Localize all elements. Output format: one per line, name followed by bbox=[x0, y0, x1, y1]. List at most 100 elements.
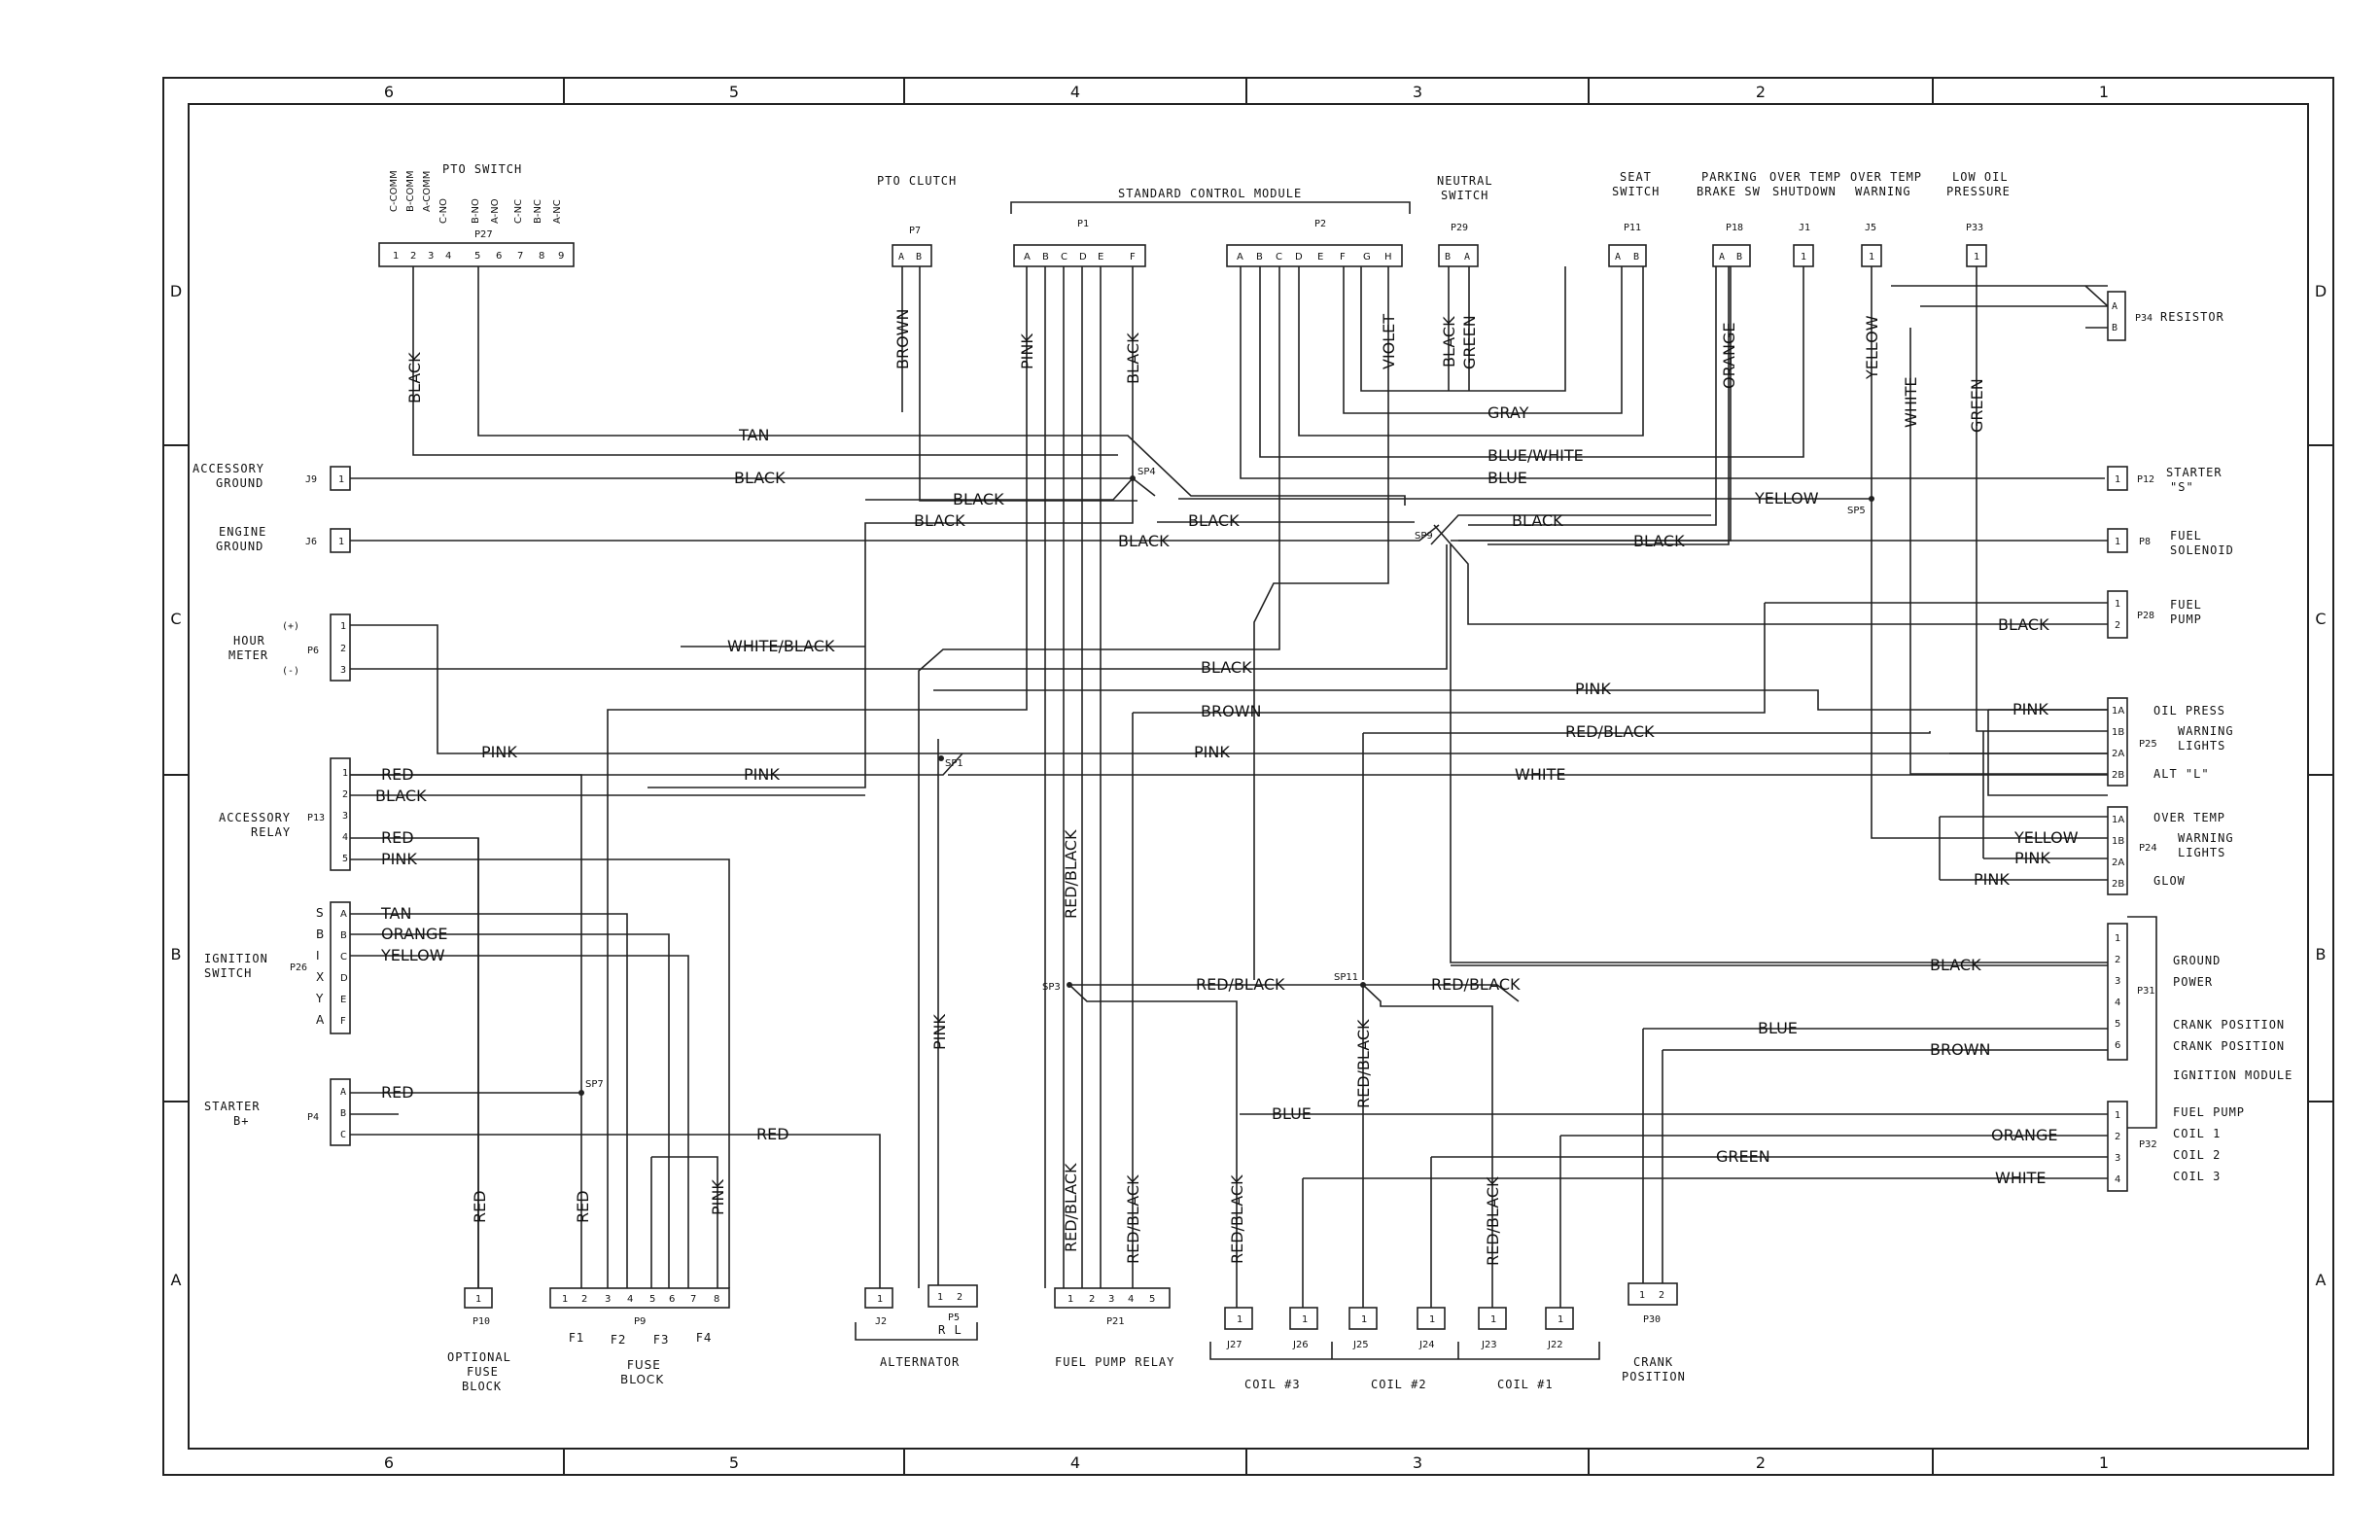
wire-label-red-black: RED/BLACK bbox=[1124, 1174, 1142, 1264]
wire-label-tan: TAN bbox=[738, 426, 769, 444]
standard-control-module: STANDARD CONTROL MODULE P1 P2 A B C D E … bbox=[1010, 187, 1411, 267]
ign-pin: D bbox=[340, 973, 348, 984]
hour-meter-pin: 3 bbox=[340, 665, 346, 676]
p10-title-2: FUSE bbox=[467, 1365, 499, 1379]
acc-relay-title-2: RELAY bbox=[251, 825, 291, 839]
sp11-dot bbox=[1360, 982, 1366, 988]
drawing-frame bbox=[162, 77, 2334, 1476]
wire-label-pink: PINK bbox=[481, 743, 517, 761]
p25-pin: 2A bbox=[2112, 749, 2124, 759]
pto-clutch-title: PTO CLUTCH bbox=[877, 174, 957, 188]
scm-p2-pin: G bbox=[1363, 252, 1371, 262]
p9-pin: 5 bbox=[649, 1294, 655, 1305]
p24-pin: 2A bbox=[2112, 858, 2124, 868]
crank-position: 1 2 P30 CRANK POSITION bbox=[1622, 1282, 1685, 1383]
eng-gnd-pin: 1 bbox=[338, 537, 344, 547]
zone-labels: 6 5 4 3 2 1 6 5 4 3 2 1 D C B A D C B A bbox=[170, 83, 2327, 1472]
p24-pin: 1A bbox=[2112, 815, 2124, 825]
p32-label: COIL 1 bbox=[2173, 1127, 2221, 1140]
p32-ref: P32 bbox=[2139, 1139, 2157, 1150]
p30-pin: 2 bbox=[1659, 1290, 1664, 1301]
zone-top-5: 5 bbox=[729, 83, 739, 101]
wire-labels: BLACK BROWN PINK BLACK VIOLET BLACK GREE… bbox=[375, 309, 2079, 1266]
pto-switch-title: PTO SWITCH bbox=[442, 162, 522, 176]
fuel-pump-relay-title: FUEL PUMP RELAY bbox=[1055, 1355, 1174, 1369]
p32-pin: 2 bbox=[2115, 1132, 2120, 1142]
ign-pin: B bbox=[340, 930, 347, 941]
wire-label-pink: PINK bbox=[930, 1014, 949, 1050]
wire-label-brown: BROWN bbox=[1930, 1040, 1990, 1059]
fuel-pump-title-2: PUMP bbox=[2170, 612, 2202, 626]
p21-pin: 1 bbox=[1068, 1294, 1073, 1305]
parking-pin: B bbox=[1736, 252, 1742, 262]
wire-label-pink: PINK bbox=[2012, 700, 2048, 718]
zone-right-c: C bbox=[2315, 610, 2326, 628]
starter-b-title-1: STARTER bbox=[204, 1100, 261, 1113]
acc-gnd-pin: 1 bbox=[338, 474, 344, 485]
acc-gnd-title-1: ACCESSORY bbox=[192, 462, 264, 475]
pto-pin-label: B-NC bbox=[533, 199, 543, 224]
starter-b-ref: P4 bbox=[307, 1112, 319, 1123]
p25-pin: 1A bbox=[2112, 706, 2124, 717]
scm-p2-pin: H bbox=[1384, 252, 1392, 262]
eng-gnd-title-2: GROUND bbox=[216, 540, 263, 553]
coil-group-1: COIL #1 bbox=[1497, 1378, 1554, 1391]
acc-relay-pin: 4 bbox=[342, 832, 348, 843]
wire-label-white: WHITE bbox=[1902, 377, 1920, 428]
ign-letter: I bbox=[316, 949, 321, 962]
ign-letter: X bbox=[316, 970, 325, 984]
wire-label-gray: GRAY bbox=[1488, 403, 1529, 422]
accessory-relay: ACCESSORY RELAY P13 1 2 3 4 5 bbox=[219, 757, 351, 871]
wire-label-pink: PINK bbox=[709, 1179, 727, 1215]
seat-title-1: SEAT bbox=[1620, 170, 1652, 184]
p32-pin: 4 bbox=[2115, 1174, 2120, 1185]
fuse-block-title-2: BLOCK bbox=[620, 1373, 664, 1386]
p32-pin: 3 bbox=[2115, 1153, 2120, 1164]
pto-switch: PTO SWITCH C-COMM B-COMM A-COMM C-NO B-N… bbox=[378, 162, 575, 267]
wire-label-green: GREEN bbox=[1968, 378, 1986, 433]
wire-label-red: RED bbox=[574, 1190, 592, 1223]
p9-pin: 8 bbox=[714, 1294, 719, 1305]
seat-pin: A bbox=[1615, 252, 1621, 262]
hour-meter-minus: (-) bbox=[282, 666, 299, 677]
p9-pin: 7 bbox=[690, 1294, 696, 1305]
p25-warning-lights: 1A 1B 2A 2B P25 OIL PRESS WARNING LIGHTS… bbox=[2107, 697, 2233, 787]
pto-pin-num: 3 bbox=[428, 251, 434, 262]
p24-ref: P24 bbox=[2139, 843, 2157, 854]
wire-label-black: BLACK bbox=[953, 490, 1004, 508]
zone-top-4: 4 bbox=[1070, 83, 1080, 101]
starter-b-plus: STARTER B+ P4 A B C bbox=[204, 1078, 351, 1146]
p31-ref: P31 bbox=[2137, 986, 2155, 997]
parking-title-1: PARKING bbox=[1701, 170, 1758, 184]
wire-label-pink: PINK bbox=[2014, 849, 2050, 867]
p25-label-bottom: ALT "L" bbox=[2153, 767, 2210, 781]
wire-label-pink: PINK bbox=[1575, 680, 1611, 698]
zone-top-6: 6 bbox=[384, 83, 394, 101]
pto-clutch-pin: B bbox=[916, 252, 922, 262]
splice-sp5: SP5 bbox=[1847, 506, 1866, 516]
splice-sp11: SP11 bbox=[1334, 972, 1358, 983]
wires bbox=[350, 266, 2110, 1308]
p24-pin: 1B bbox=[2112, 836, 2124, 847]
wire-label-white: WHITE bbox=[1515, 765, 1565, 784]
p31-label: POWER bbox=[2173, 975, 2213, 989]
starter-s-pin: 1 bbox=[2115, 474, 2120, 485]
wire-label-black: BLACK bbox=[1440, 316, 1458, 368]
fuse-block: 1 2 3 4 5 6 7 8 P9 F1 F2 F3 F4 FUSE BLOC… bbox=[549, 1287, 730, 1386]
p31-pin: 2 bbox=[2115, 955, 2120, 965]
acc-relay-title-1: ACCESSORY bbox=[219, 811, 291, 824]
ign-title-1: IGNITION bbox=[204, 952, 268, 965]
coil-pin: 1 bbox=[1237, 1314, 1242, 1325]
wire-label-brown: BROWN bbox=[893, 309, 912, 369]
hour-meter-plus: (+) bbox=[282, 621, 299, 632]
wire-label-blue-white: BLUE/WHITE bbox=[1488, 446, 1584, 465]
ign-letter: B bbox=[316, 928, 325, 941]
pto-pin-label: C-NC bbox=[513, 199, 524, 224]
p24-title-2: LIGHTS bbox=[2178, 846, 2225, 859]
wire-label-red: RED bbox=[381, 1083, 414, 1102]
p9-pin: 2 bbox=[581, 1294, 587, 1305]
ign-ref: P26 bbox=[290, 962, 307, 973]
wire-label-white-black: WHITE/BLACK bbox=[727, 637, 835, 655]
fuel-pump-title-1: FUEL bbox=[2170, 598, 2202, 612]
engine-ground: ENGINE GROUND J6 1 bbox=[216, 525, 351, 553]
